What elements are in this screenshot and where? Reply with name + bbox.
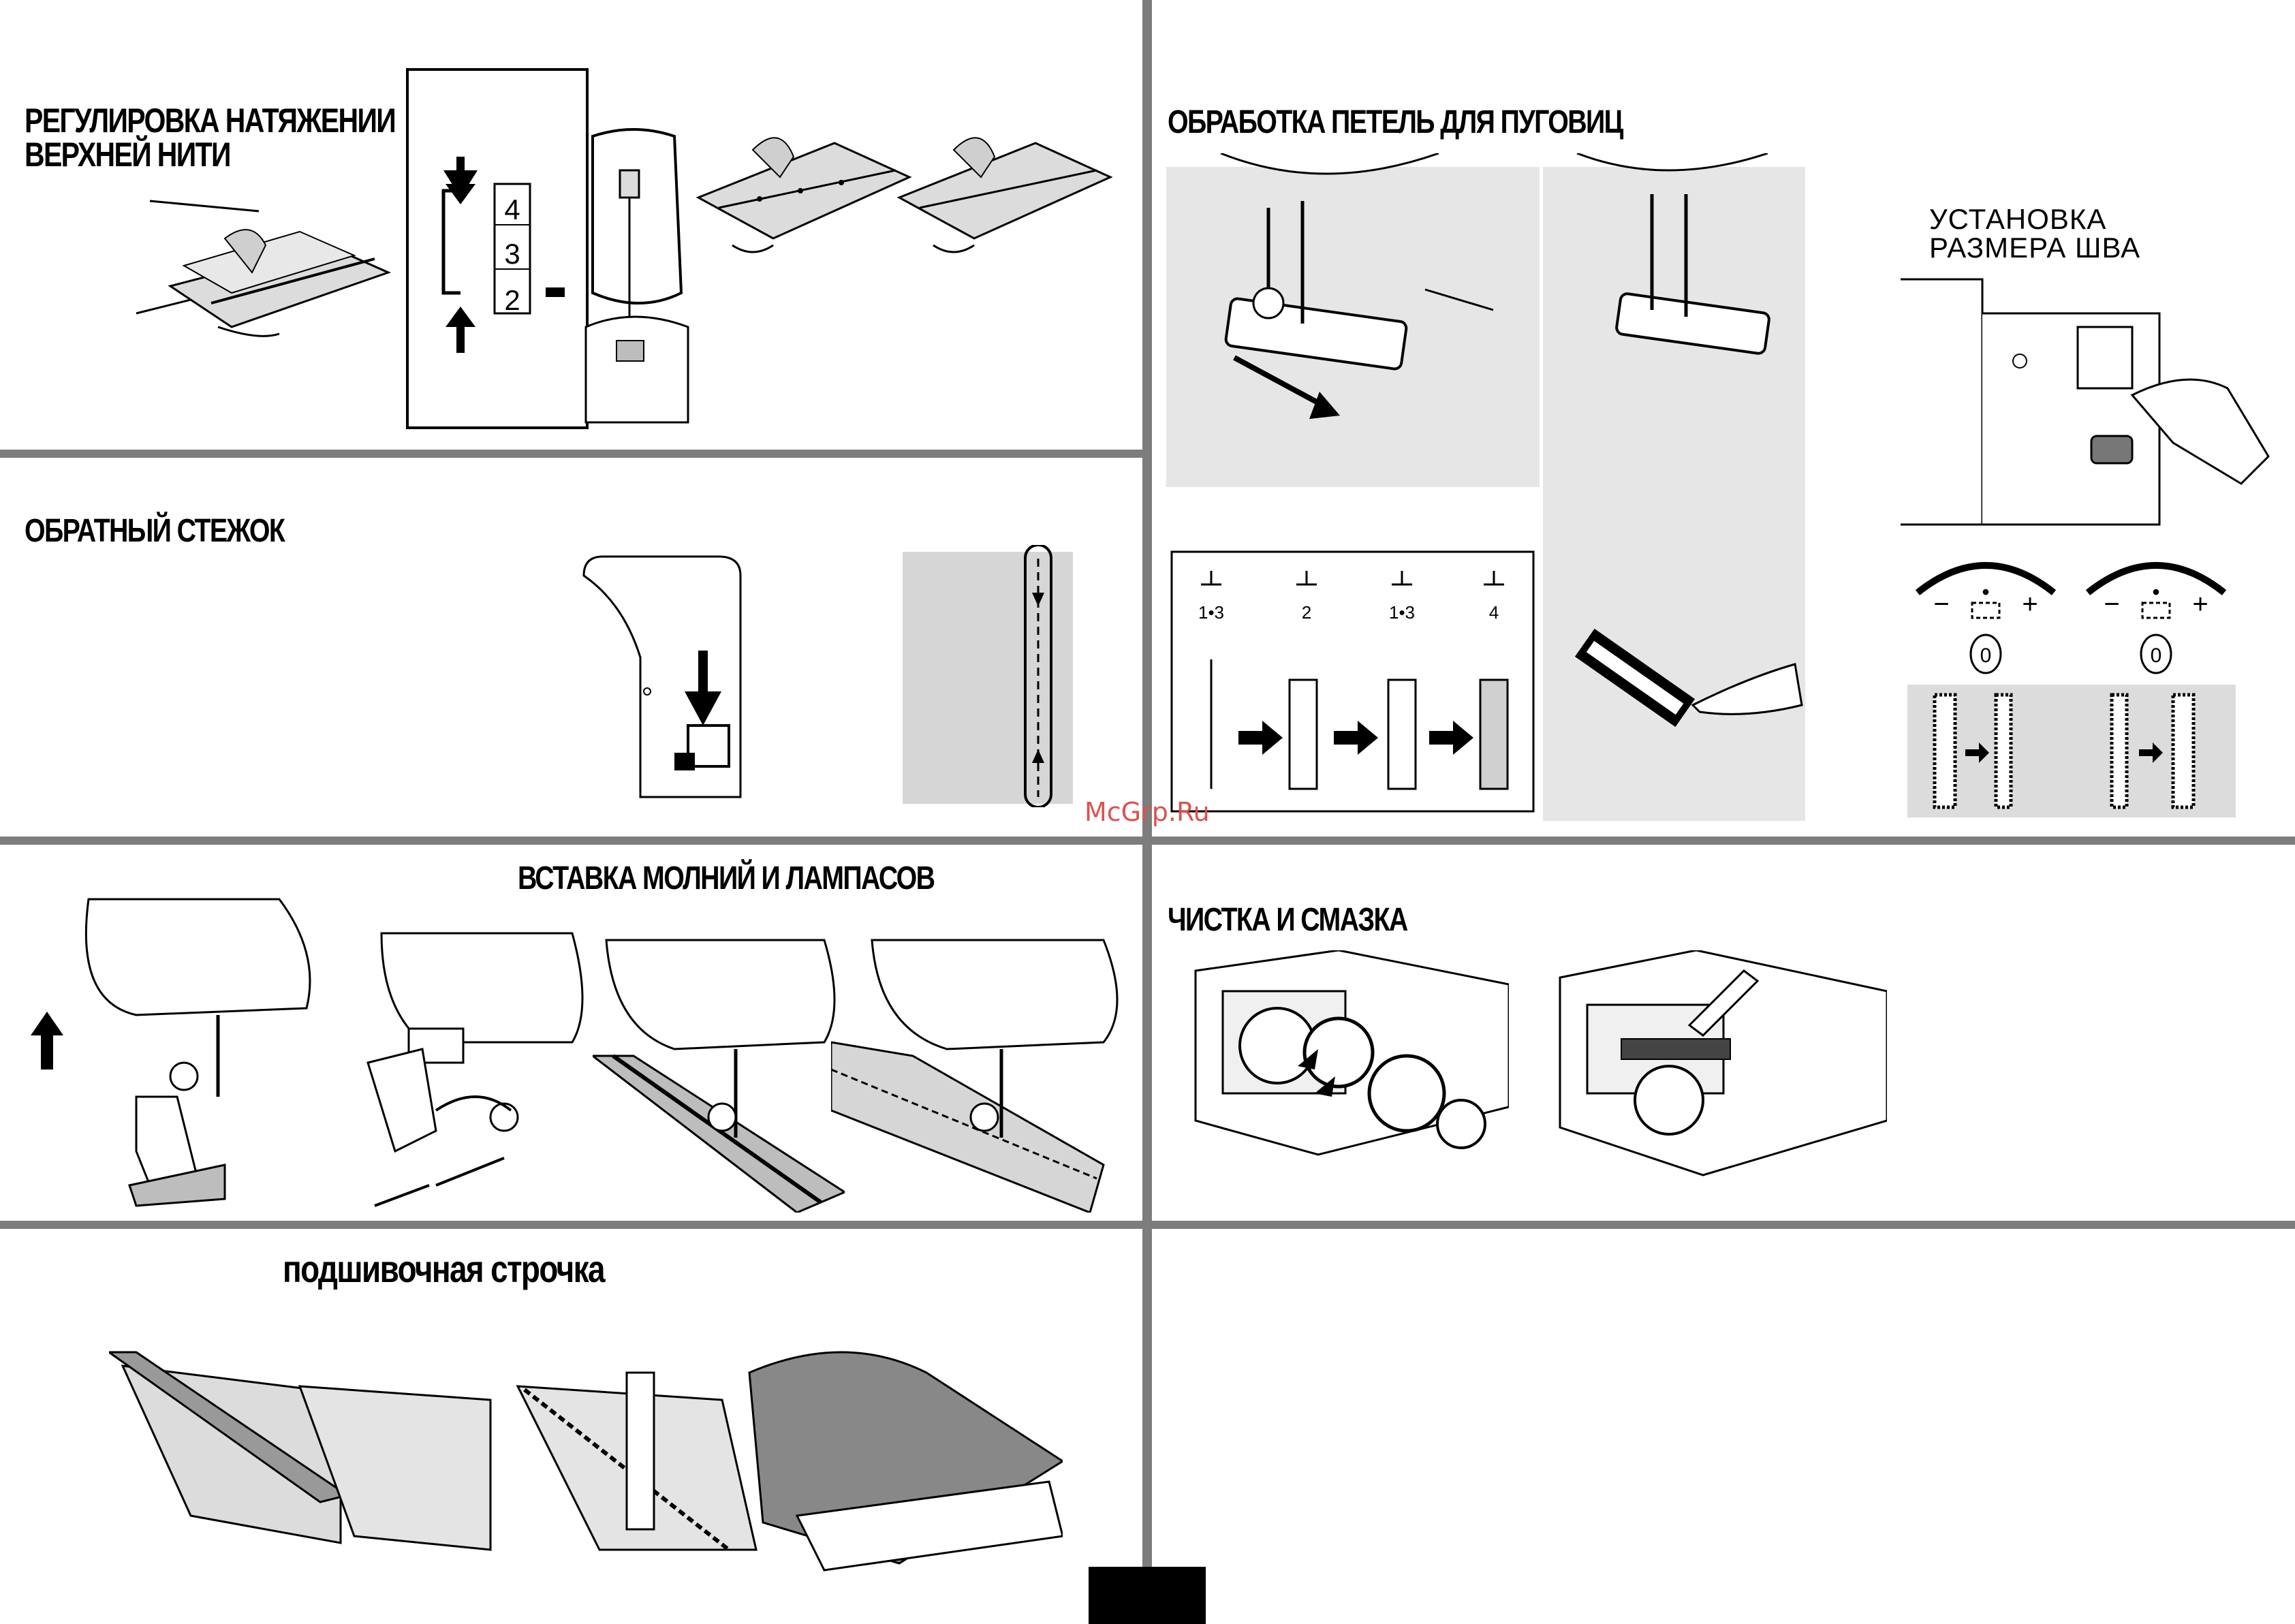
seam-dot-label: • [2152,580,2159,604]
seam-size-machine-illustration [1901,272,2282,545]
page-number-box [1089,1567,1206,1624]
divider-h-2 [0,837,2295,845]
buttonhole-step-label: 4 [1489,602,1499,623]
hem-title: подшивочная строчка [283,1247,604,1291]
zipper-foot-illustration-3 [593,933,845,1213]
seam-dot-label: • [1982,580,1989,604]
reverse-title: ОБРАТНЫЙ СТЕЖОК [25,512,284,550]
buttonhole-title: ОБРАБОТКА ПЕТЕЛЬ ДЛЯ ПУГОВИЦ [1168,104,1623,141]
divider-h-3 [0,1221,2295,1229]
watermark: McGrp.Ru [1084,797,1210,827]
tension-machine-head [579,123,695,429]
seam-size-adjust-dial-right: − • + 0 [2074,545,2238,674]
buttonhole-foot-illustration-1 [1166,153,1540,494]
tension-dial-panel: 4 3 2 [406,68,589,429]
buttonhole-step-label: 1•3 [1389,602,1415,623]
seam-minus-label: − [2104,589,2119,619]
zipper-foot-illustration-4 [831,933,1138,1213]
cleaning-illustration-2 [1546,950,1887,1185]
buttonhole-steps-panel: 1•3 2 1•3 4 [1170,550,1535,813]
reverse-fabric-sample [903,545,1080,807]
reverse-button-panel [582,555,746,800]
seam-size-stitch-comparison [1907,685,2236,817]
divider-h-1-left [0,450,1142,458]
cleaning-illustration-1 [1182,950,1509,1175]
tension-fabric-result-1 [691,123,916,272]
seam-plus-label: + [2192,589,2208,619]
hem-fabric-illustration [109,1345,1063,1577]
seam-size-adjust-dial-left: − • + 0 [1904,545,2067,674]
seam-minus-label: − [1933,589,1949,619]
zipper-foot-illustration-2 [354,926,593,1213]
tension-fabric-illustration [129,191,402,354]
tension-dial-number: 2 [504,284,520,316]
tension-dial-number: 4 [504,193,520,225]
tension-dial-number: 3 [504,238,520,270]
seam-size-title-line1: УСТАНОВКА [1929,203,2106,236]
zipper-title: ВСТАВКА МОЛНИЙ И ЛАМПАСОВ [518,860,934,897]
seam-size-title-line2: РАЗМЕРА ШВА [1929,232,2140,264]
tension-fabric-result-2 [892,123,1117,272]
seam-zero-label: 0 [1980,644,1992,667]
cleaning-title: ЧИСТКА И СМАЗКА [1168,901,1407,939]
tension-title-line2: ВЕРХНЕЙ НИТИ [25,135,230,174]
zipper-foot-illustration-1 [20,892,313,1213]
buttonhole-foot-illustration-2 [1543,153,1805,821]
seam-plus-label: + [2022,589,2038,619]
buttonhole-step-label: 1•3 [1198,602,1224,623]
seam-zero-label: 0 [2151,644,2162,667]
buttonhole-step-label: 2 [1302,602,1311,623]
